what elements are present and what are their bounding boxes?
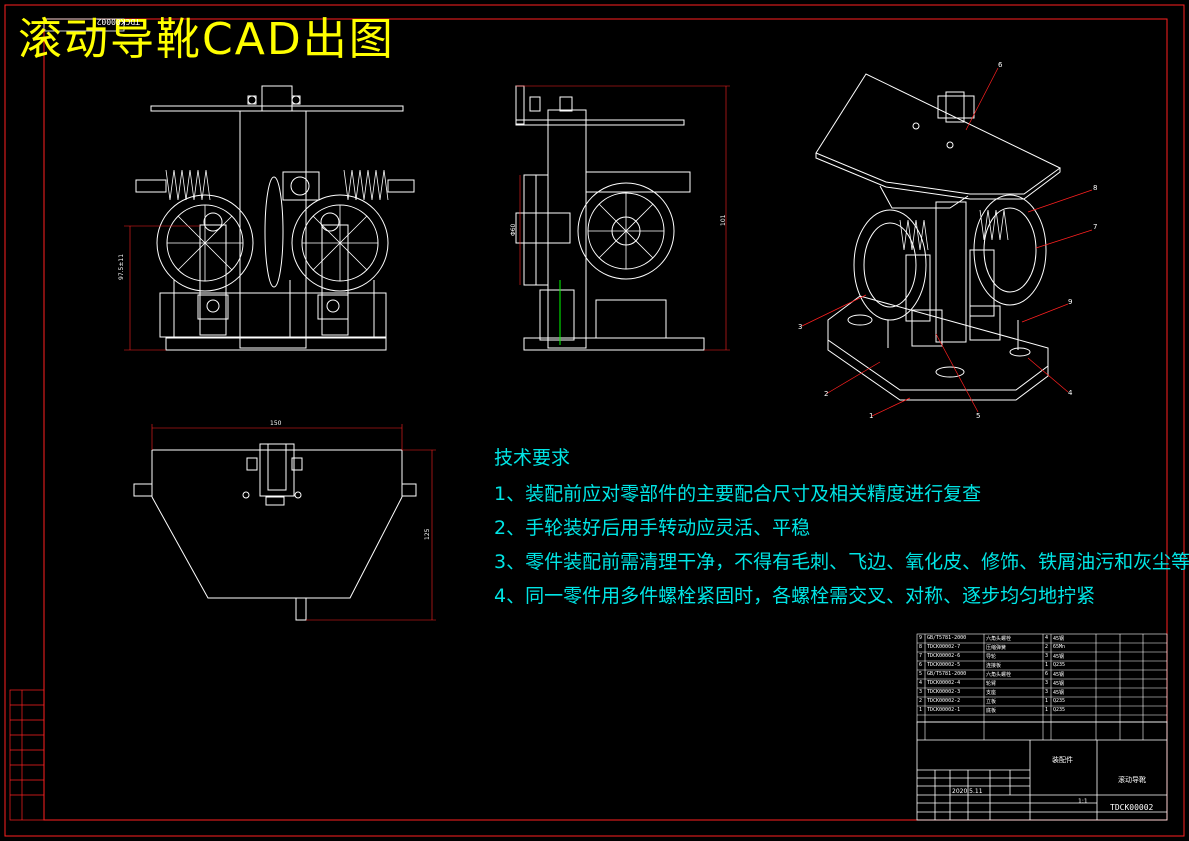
outer-border bbox=[4, 4, 1185, 837]
bom-qty: 6 bbox=[1045, 671, 1049, 677]
bom-row: 7 TDCK00002-6 导轮 3 45钢 bbox=[917, 653, 1167, 661]
dim-plan-depth: 125 bbox=[424, 528, 431, 540]
bom-code: GB/T5781-2000 bbox=[927, 635, 967, 641]
requirement-item: 1、装配前应对零部件的主要配合尺寸及相关精度进行复查 bbox=[494, 483, 982, 505]
bom-name: 立板 bbox=[986, 699, 997, 705]
bom-no: 6 bbox=[919, 662, 923, 668]
bom-qty: 3 bbox=[1045, 689, 1049, 695]
bom-code: TDCK00002-6 bbox=[927, 653, 961, 659]
bom-material: 65Mn bbox=[1053, 644, 1066, 650]
requirement-item: 3、零件装配前需清理干净，不得有毛刺、飞边、氧化皮、修饰、铁屑油污和灰尘等 bbox=[494, 551, 1189, 573]
bom-qty: 1 bbox=[1045, 707, 1049, 713]
bom-qty: 3 bbox=[1045, 653, 1049, 659]
front-dimension bbox=[124, 225, 200, 351]
stamp-box bbox=[43, 18, 125, 32]
bom-material: 45钢 bbox=[1053, 636, 1065, 642]
bom-name: 支座 bbox=[986, 690, 997, 696]
balloon-8: 8 bbox=[1093, 184, 1098, 192]
bom-qty: 2 bbox=[1045, 644, 1049, 650]
bom-row: 9 GB/T5781-2000 六角头螺栓 4 45钢 bbox=[917, 635, 1167, 643]
balloon-6: 6 bbox=[998, 61, 1003, 69]
bom-row: 8 TDCK00002-7 压缩弹簧 2 65Mn bbox=[917, 644, 1167, 652]
inner-border bbox=[43, 18, 1168, 821]
bom-no: 1 bbox=[919, 707, 923, 713]
requirements-heading: 技术要求 bbox=[494, 447, 571, 469]
plan-dimension bbox=[151, 424, 436, 621]
dim-plan-width: 150 bbox=[270, 420, 282, 427]
bom-table-lines bbox=[916, 633, 1168, 740]
balloon-9: 9 bbox=[1068, 298, 1073, 306]
bom-row: 3 TDCK00002-3 支座 3 45钢 bbox=[917, 689, 1167, 697]
isometric-view bbox=[815, 73, 1061, 401]
bom-material: Q235 bbox=[1053, 662, 1066, 668]
balloon-4: 4 bbox=[1068, 389, 1073, 397]
title-block-lines bbox=[916, 721, 1168, 821]
bom-code: GB/T5781-2000 bbox=[927, 671, 967, 677]
bom-row: 4 TDCK00002-4 轮臂 3 45钢 bbox=[917, 680, 1167, 688]
bom-no: 7 bbox=[919, 653, 923, 659]
title-block-drawing-code: TDCK00002 bbox=[1110, 803, 1154, 812]
bom-name: 导轮 bbox=[986, 654, 997, 660]
requirement-item: 4、同一零件用多件螺栓紧固时，各螺栓需交叉、对称、逐步均匀地拧紧 bbox=[494, 585, 1096, 607]
balloon-1: 1 bbox=[869, 412, 874, 420]
plan-view bbox=[133, 443, 417, 621]
leader-lines bbox=[801, 67, 1093, 417]
bom-name: 连接板 bbox=[986, 663, 1002, 669]
balloon-7: 7 bbox=[1093, 223, 1098, 231]
drawing-title: 滚动导靴CAD出图 bbox=[18, 14, 395, 65]
bom-code: TDCK00002-7 bbox=[927, 644, 961, 650]
bom-name: 六角头螺栓 bbox=[986, 672, 1012, 678]
bom-no: 3 bbox=[919, 689, 923, 695]
bom-qty: 1 bbox=[1045, 662, 1049, 668]
bom-row: 2 TDCK00002-2 立板 1 Q235 bbox=[917, 698, 1167, 706]
front-view bbox=[135, 85, 415, 351]
bom-no: 2 bbox=[919, 698, 923, 704]
bom-code: TDCK00002-2 bbox=[927, 698, 961, 704]
side-view bbox=[515, 85, 705, 351]
bom-qty: 1 bbox=[1045, 698, 1049, 704]
side-table bbox=[9, 689, 45, 821]
balloon-5: 5 bbox=[976, 412, 981, 420]
bom-no: 4 bbox=[919, 680, 923, 686]
bom-code: TDCK00002-1 bbox=[927, 707, 961, 713]
bom-row: 1 TDCK00002-1 底板 1 Q235 bbox=[917, 707, 1167, 715]
title-block-scale: 1:1 bbox=[1078, 798, 1088, 805]
bom-material: Q235 bbox=[1053, 698, 1066, 704]
dim-side-wheel: Φ60 bbox=[510, 223, 517, 236]
bom-qty: 4 bbox=[1045, 635, 1049, 641]
bom-name: 六角头螺栓 bbox=[986, 636, 1012, 642]
bom-row: 5 GB/T5781-2000 六角头螺栓 6 45钢 bbox=[917, 671, 1167, 679]
requirement-item: 2、手轮装好后用手转动应灵活、平稳 bbox=[494, 517, 811, 539]
bom-name: 轮臂 bbox=[986, 681, 997, 687]
side-dimension bbox=[516, 85, 730, 351]
bom-material: 45钢 bbox=[1053, 681, 1065, 687]
bom-qty: 3 bbox=[1045, 680, 1049, 686]
bom-no: 5 bbox=[919, 671, 923, 677]
bom-code: TDCK00002-5 bbox=[927, 662, 961, 668]
title-block-date: 2020.5.11 bbox=[952, 788, 983, 795]
bom-row: 6 TDCK00002-5 连接板 1 Q235 bbox=[917, 662, 1167, 670]
dim-front-height: 97.5±11 bbox=[118, 253, 125, 280]
bom-material: Q235 bbox=[1053, 707, 1066, 713]
title-block-part-name: 装配件 bbox=[1052, 756, 1073, 764]
bom-no: 8 bbox=[919, 644, 923, 650]
bom-material: 45钢 bbox=[1053, 672, 1065, 678]
bom-name: 底板 bbox=[986, 708, 997, 714]
bom-code: TDCK00002-4 bbox=[927, 680, 961, 686]
dim-side-height: 101 bbox=[720, 214, 727, 226]
stamp-code: TDCK00002 bbox=[96, 17, 140, 26]
bom-material: 45钢 bbox=[1053, 690, 1065, 696]
balloon-2: 2 bbox=[824, 390, 829, 398]
bom-material: 45钢 bbox=[1053, 654, 1065, 660]
bom-name: 压缩弹簧 bbox=[986, 645, 1007, 651]
bom-no: 9 bbox=[919, 635, 923, 641]
balloon-3: 3 bbox=[798, 323, 803, 331]
title-block-drawing-name: 滚动导靴 bbox=[1118, 776, 1146, 784]
bom-code: TDCK00002-3 bbox=[927, 689, 961, 695]
